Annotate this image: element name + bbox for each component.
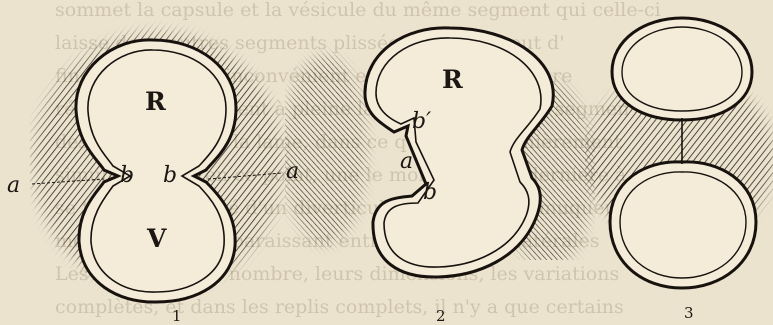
figure-3-lower-sphere — [610, 162, 756, 288]
figure-3 — [585, 18, 773, 288]
figure-3-upper-sphere — [612, 18, 752, 120]
figure-1-label-v: V — [146, 224, 167, 253]
figure-1-label-a-right: a — [286, 159, 299, 184]
show-through-line: sommet la capsule et la vésicule du même… — [55, 0, 661, 21]
figure-1-label-b-right: b — [163, 163, 177, 188]
figure-1-label-b-left: b — [120, 163, 134, 188]
figure-2-label-r: R — [442, 65, 463, 94]
figure-1 — [30, 20, 290, 310]
figure-2 — [285, 28, 595, 277]
figure-2-label-b-prime: b′ — [412, 109, 431, 134]
figure-2-number: 2 — [436, 307, 446, 325]
figure-2-label-b: b — [423, 180, 437, 205]
figure-3-number: 3 — [684, 304, 694, 322]
figure-2-label-a: a — [400, 149, 413, 174]
figure-1-number: 1 — [172, 307, 182, 325]
figure-1-label-r: R — [145, 87, 166, 116]
figure-1-label-a-left: a — [7, 173, 20, 198]
